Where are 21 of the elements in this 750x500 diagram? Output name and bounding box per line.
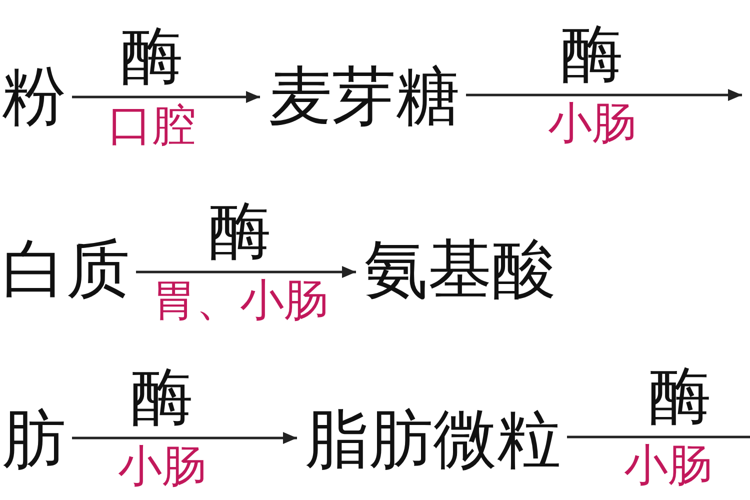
edge-label: 酶 — [209, 200, 271, 262]
organ-label: 小肠 — [624, 444, 712, 488]
edge-label: 酶 — [561, 23, 623, 85]
arrow — [72, 432, 297, 444]
organ-label: 胃、小肠 — [152, 279, 328, 323]
organ-label: 小肠 — [548, 102, 636, 146]
edge-label: 酶 — [649, 365, 711, 427]
substance-label: 氨基酸 — [364, 238, 556, 302]
substance-label: 肪 — [2, 408, 66, 472]
substance-label: 粉 — [2, 65, 66, 129]
organ-label: 小肠 — [118, 445, 206, 489]
substance-label: 脂肪微粒 — [305, 408, 561, 472]
arrow — [136, 266, 356, 278]
organ-label: 口腔 — [108, 104, 196, 148]
edge-label: 酶 — [131, 366, 193, 428]
connector-line — [567, 436, 750, 438]
arrow — [72, 91, 260, 103]
substance-label: 白质 — [2, 238, 130, 302]
arrow — [466, 89, 742, 101]
substance-label: 麦芽糖 — [268, 65, 460, 129]
edge-label: 酶 — [121, 25, 183, 87]
